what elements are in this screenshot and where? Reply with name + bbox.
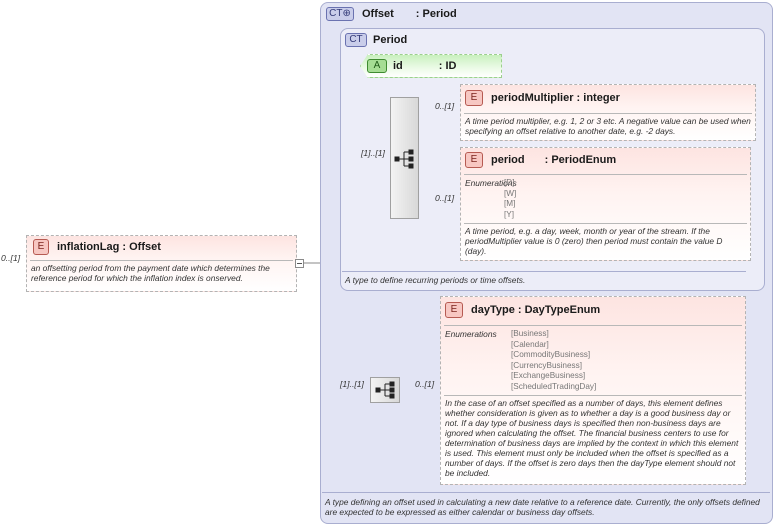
element-badge-icon: E <box>33 239 49 255</box>
element-badge-icon: E <box>465 152 483 168</box>
daytype-title: dayType : DayTypeEnum <box>471 304 601 316</box>
enum-value: [CurrencyBusiness] <box>511 360 582 370</box>
enum-value: [ExchangeBusiness] <box>511 371 586 380</box>
element-badge-icon: E <box>465 90 483 106</box>
inflation-lag-cardinality: 0..[1] <box>1 253 21 263</box>
offset-ct-header: CT⊕ Offset : Period <box>326 7 457 21</box>
complex-type-badge-icon: CT <box>345 33 367 47</box>
enum-value: [D] <box>504 178 515 187</box>
enum-value: [CommodityBusiness] <box>511 350 591 359</box>
period-element[interactable]: E period : PeriodEnum Enumerations [D] [… <box>460 147 751 261</box>
offset-ct-description: A type defining an offset used in calcul… <box>325 497 760 517</box>
period-element-name: period <box>491 154 525 166</box>
inflation-lag-description: an offsetting period from the payment da… <box>31 263 270 283</box>
sequence-icon <box>375 381 395 399</box>
period-multiplier-description: A time period multiplier, e.g. 1, 2 or 3… <box>465 116 751 136</box>
enum-value: [Calendar] <box>511 339 549 349</box>
collapse-toggle-icon[interactable] <box>295 259 304 268</box>
daytype-cardinality: 0..[1] <box>415 379 435 389</box>
sequence-icon <box>394 149 414 169</box>
sequence-compositor[interactable] <box>370 377 400 403</box>
period-multiplier-cardinality: 0..[1] <box>435 101 455 111</box>
enum-value: [M] <box>504 199 516 208</box>
enum-value: [Y] <box>504 209 515 219</box>
inflation-lag-title: inflationLag : Offset <box>57 241 161 253</box>
id-attribute-type: : ID <box>438 60 457 72</box>
enumerations-label: Enumerations <box>445 329 497 339</box>
id-attribute-label: A id : ID <box>367 59 457 73</box>
enum-value: [ScheduledTradingDay] <box>511 381 597 391</box>
attribute-badge-icon: A <box>367 59 387 73</box>
inflation-lag-element[interactable]: E inflationLag : Offset an offsetting pe… <box>26 235 297 292</box>
period-multiplier-title: periodMultiplier : integer <box>491 92 620 104</box>
period-ct-description: A type to define recurring periods or ti… <box>345 275 526 285</box>
complex-type-badge-icon: CT⊕ <box>326 7 354 21</box>
enumerations-label: Enumerations <box>465 178 517 188</box>
offset-ct-type: : Period <box>415 8 457 20</box>
period-ct-name: Period <box>373 34 408 46</box>
element-badge-icon: E <box>445 302 463 318</box>
period-element-cardinality: 0..[1] <box>435 193 455 203</box>
id-attribute-name: id <box>393 60 403 72</box>
period-ct-header: CT Period <box>345 33 407 47</box>
period-multiplier-element[interactable]: E periodMultiplier : integer A time peri… <box>460 84 756 141</box>
id-attribute[interactable] <box>360 54 502 78</box>
period-sequence-cardinality: [1]..[1] <box>361 148 385 158</box>
period-element-type: : PeriodEnum <box>544 154 617 166</box>
offset-ct-name: Offset <box>362 8 394 20</box>
daytype-sequence-cardinality: [1]..[1] <box>340 379 364 389</box>
daytype-description: In the case of an offset specified as a … <box>445 398 739 478</box>
period-element-description: A time period, e.g. a day, week, month o… <box>465 226 723 256</box>
daytype-element[interactable]: E dayType : DayTypeEnum Enumerations [Bu… <box>440 296 746 485</box>
enum-value: [W] <box>504 188 517 198</box>
enum-value: [Business] <box>511 329 549 338</box>
sequence-compositor[interactable] <box>390 97 419 219</box>
